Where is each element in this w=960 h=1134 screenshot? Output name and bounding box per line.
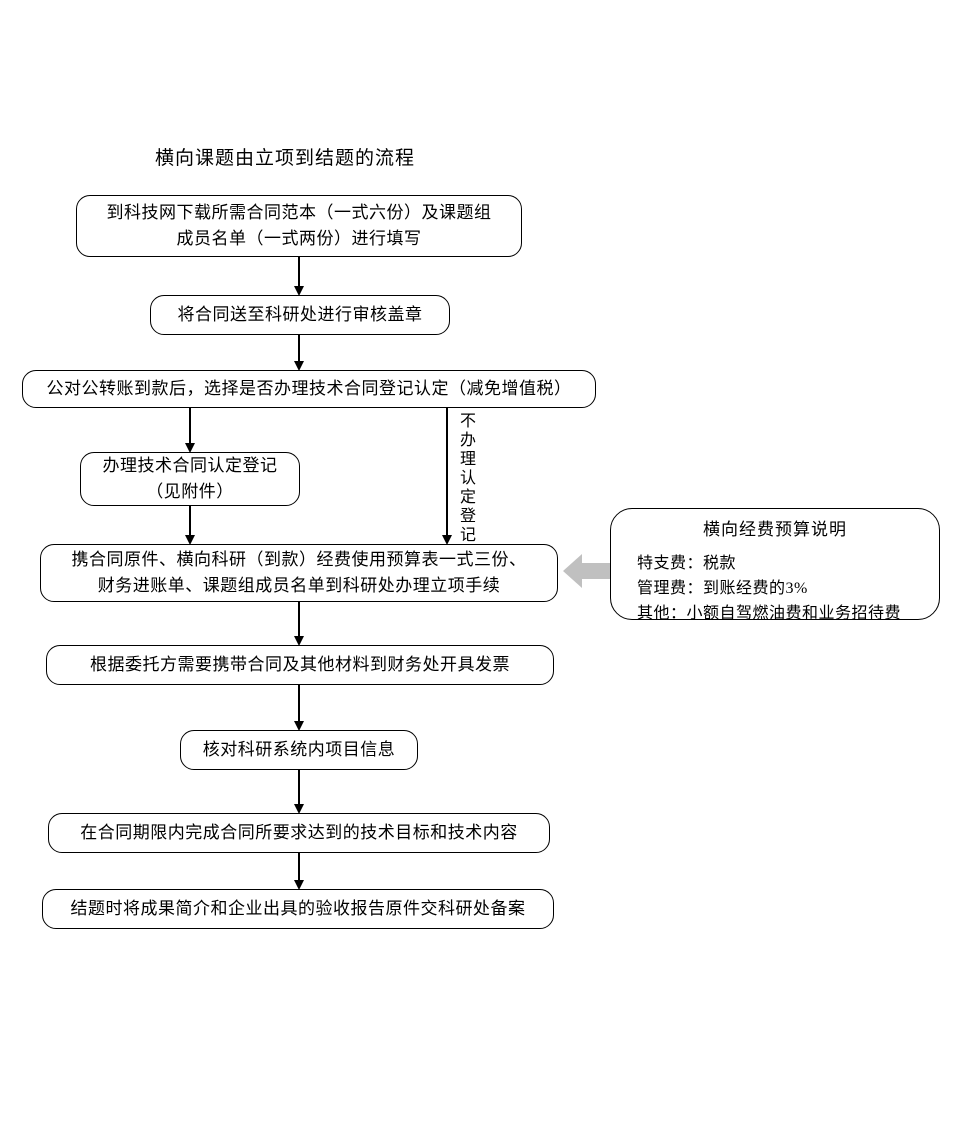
connector-transfer-to-filing-bypass	[446, 408, 448, 536]
budget-note-line-3: 其他：小额自驾燃油费和业务招待费	[637, 605, 902, 622]
node-filing-line-1: 携合同原件、横向科研（到款）经费使用预算表一式三份、	[71, 550, 527, 569]
node-complete-line-1: 在合同期限内完成合同所要求达到的技术目标和技术内容	[80, 823, 518, 842]
node-issue-invoice: 根据委托方需要携带合同及其他材料到财务处开具发票	[46, 645, 554, 685]
node-complete-technical-targets: 在合同期限内完成合同所要求达到的技术目标和技术内容	[48, 813, 550, 853]
callout-arrow-icon	[563, 552, 611, 590]
node-transfer-line-1: 公对公转账到款后，选择是否办理技术合同登记认定（减免增值税）	[46, 379, 572, 398]
page-title: 横向课题由立项到结题的流程	[155, 148, 416, 169]
connector-seal-to-transfer	[298, 335, 300, 362]
node-transfer-and-decide-registration: 公对公转账到款后，选择是否办理技术合同登记认定（减免增值税）	[22, 370, 596, 408]
branch-label-no-registration: 不办理认定登记	[459, 413, 476, 544]
connector-invoice-to-verify	[298, 685, 300, 722]
node-project-filing-procedures: 携合同原件、横向科研（到款）经费使用预算表一式三份、 财务进账单、课题组成员名单…	[40, 544, 558, 602]
node-download-line-1: 到科技网下载所需合同范本（一式六份）及课题组	[106, 203, 492, 222]
connector-download-to-seal	[298, 257, 300, 287]
budget-note-line-2: 管理费：到账经费的3%	[637, 580, 808, 597]
node-archive-line-1: 结题时将成果简介和企业出具的验收报告原件交科研处备案	[70, 899, 526, 918]
node-invoice-line-1: 根据委托方需要携带合同及其他材料到财务处开具发票	[90, 655, 510, 674]
connector-verify-to-complete	[298, 770, 300, 805]
node-technical-contract-registration: 办理技术合同认定登记 （见附件）	[80, 452, 300, 506]
connector-transfer-to-register	[189, 408, 191, 444]
connector-filing-to-invoice	[298, 602, 300, 637]
node-filing-line-2: 财务进账单、课题组成员名单到科研处办理立项手续	[97, 576, 501, 595]
connector-complete-to-archive	[298, 853, 300, 881]
node-download-contract-template: 到科技网下载所需合同范本（一式六份）及课题组 成员名单（一式两份）进行填写	[76, 195, 522, 257]
node-register-line-1: 办理技术合同认定登记	[102, 456, 278, 475]
budget-note-body: 特支费：税款 管理费：到账经费的3% 其他：小额自驾燃油费和业务招待费	[611, 551, 939, 626]
node-register-line-2: （见附件）	[146, 482, 234, 501]
budget-note-title: 横向经费预算说明	[703, 520, 847, 539]
node-archive-acceptance-report: 结题时将成果简介和企业出具的验收报告原件交科研处备案	[42, 889, 554, 929]
node-verify-project-info: 核对科研系统内项目信息	[180, 730, 418, 770]
node-verify-line-1: 核对科研系统内项目信息	[202, 740, 396, 759]
node-review-and-seal: 将合同送至科研处进行审核盖章	[150, 295, 450, 335]
budget-note-line-1: 特支费：税款	[637, 555, 737, 572]
connector-register-to-filing	[189, 506, 191, 536]
node-seal-line-1: 将合同送至科研处进行审核盖章	[177, 305, 423, 324]
node-budget-explanation: 横向经费预算说明 特支费：税款 管理费：到账经费的3% 其他：小额自驾燃油费和业…	[610, 508, 940, 622]
node-download-line-2: 成员名单（一式两份）进行填写	[176, 229, 422, 248]
